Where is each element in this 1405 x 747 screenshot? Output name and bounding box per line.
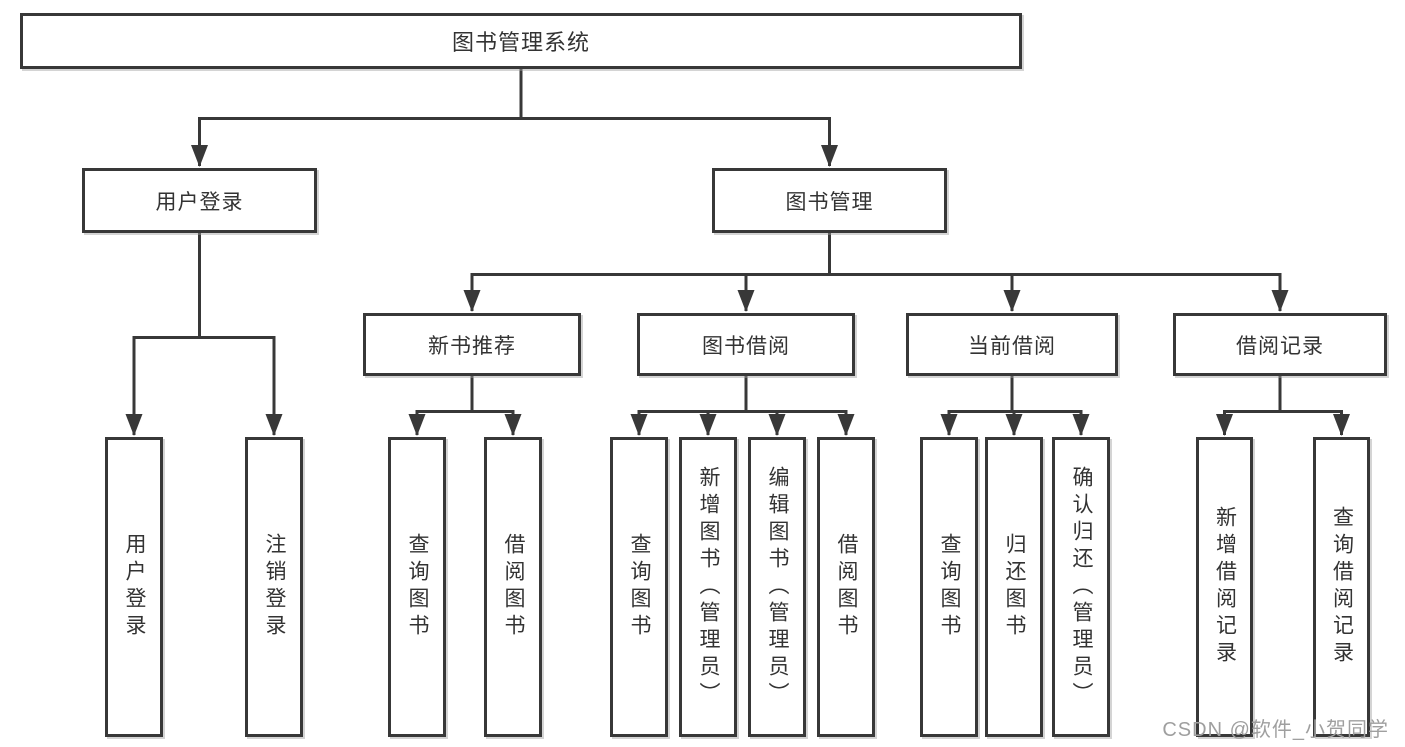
leaf-query-books-1-label: 查询图书 (406, 533, 429, 641)
leaf-query-books-3-label: 查询图书 (938, 533, 961, 641)
node-book-borrow: 图书借阅 (637, 313, 855, 376)
node-user-login-label: 用户登录 (155, 190, 244, 214)
node-current-borrow-label: 当前借阅 (968, 334, 1056, 358)
leaf-query-books-1: 查询图书 (388, 437, 446, 737)
leaf-confirm-return-admin: 确认归还（管理员） (1052, 437, 1110, 737)
connector-recommend-trunk (417, 376, 513, 413)
node-book-management: 图书管理 (712, 168, 947, 233)
connector-mgmt-trunk (472, 233, 1280, 276)
node-new-book-recommend-label: 新书推荐 (428, 334, 516, 358)
node-library-system: 图书管理系统 (20, 13, 1022, 69)
node-book-borrow-label: 图书借阅 (702, 334, 790, 358)
leaf-query-books-3: 查询图书 (920, 437, 978, 737)
connector-root-trunk (199, 69, 830, 120)
node-current-borrow: 当前借阅 (906, 313, 1118, 376)
leaf-user-login: 用户登录 (105, 437, 163, 737)
leaf-logout: 注销登录 (245, 437, 303, 737)
csdn-watermark: CSDN @软件_小贺同学 (1162, 719, 1389, 741)
node-borrow-records: 借阅记录 (1173, 313, 1387, 376)
leaf-borrow-books-1-label: 借阅图书 (502, 533, 525, 641)
leaf-logout-label: 注销登录 (263, 533, 286, 641)
node-borrow-records-label: 借阅记录 (1236, 334, 1324, 358)
node-library-system-label: 图书管理系统 (451, 30, 590, 55)
leaf-edit-book-admin-label: 编辑图书（管理员） (766, 465, 789, 709)
leaf-return-book: 归还图书 (985, 437, 1043, 737)
leaf-query-borrow-record: 查询借阅记录 (1313, 437, 1370, 737)
leaf-add-borrow-record: 新增借阅记录 (1196, 437, 1253, 737)
connector-login-trunk (134, 233, 274, 339)
leaf-confirm-return-admin-label: 确认归还（管理员） (1070, 465, 1093, 709)
connector-borrow-trunk (639, 376, 846, 413)
leaf-query-books-2-label: 查询图书 (628, 533, 651, 641)
leaf-query-books-2: 查询图书 (610, 437, 668, 737)
leaf-user-login-label: 用户登录 (123, 533, 146, 641)
connector-records-trunk (1224, 376, 1342, 413)
node-user-login: 用户登录 (82, 168, 317, 233)
node-book-management-label: 图书管理 (785, 190, 874, 214)
leaf-add-borrow-record-label: 新增借阅记录 (1213, 506, 1237, 668)
leaf-return-book-label: 归还图书 (1003, 533, 1026, 641)
leaf-query-borrow-record-label: 查询借阅记录 (1330, 506, 1354, 668)
leaf-borrow-books-1: 借阅图书 (484, 437, 542, 737)
node-new-book-recommend: 新书推荐 (363, 313, 581, 376)
leaf-edit-book-admin: 编辑图书（管理员） (748, 437, 806, 737)
leaf-borrow-books-2: 借阅图书 (817, 437, 875, 737)
connector-current-trunk (949, 376, 1081, 413)
leaf-borrow-books-2-label: 借阅图书 (835, 533, 858, 641)
leaf-add-book-admin: 新增图书（管理员） (679, 437, 737, 737)
leaf-add-book-admin-label: 新增图书（管理员） (697, 465, 720, 709)
